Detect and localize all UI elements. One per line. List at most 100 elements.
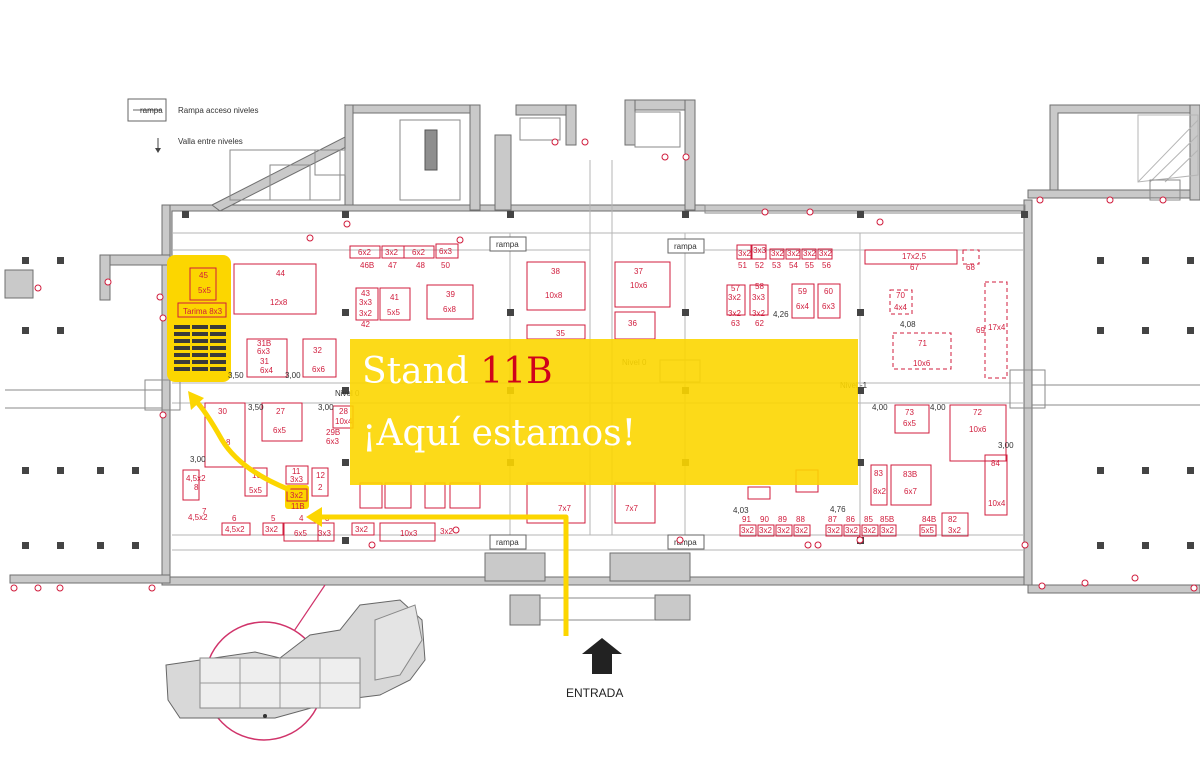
svg-text:82: 82 bbox=[948, 515, 957, 524]
seat-row bbox=[174, 367, 190, 371]
svg-text:3,00: 3,00 bbox=[998, 441, 1014, 450]
svg-text:10x6: 10x6 bbox=[913, 359, 931, 368]
seat-row bbox=[174, 353, 190, 357]
svg-text:63: 63 bbox=[731, 319, 740, 328]
svg-text:59: 59 bbox=[798, 287, 807, 296]
seat-row bbox=[192, 325, 208, 329]
column-marker bbox=[22, 327, 29, 334]
entrance-label: ENTRADA bbox=[566, 686, 624, 700]
column-marker bbox=[57, 327, 64, 334]
svg-text:3x2: 3x2 bbox=[819, 249, 832, 258]
seat-row bbox=[174, 332, 190, 336]
svg-text:3x3: 3x3 bbox=[290, 475, 303, 484]
svg-text:3,00: 3,00 bbox=[285, 371, 301, 380]
svg-text:47: 47 bbox=[388, 261, 397, 270]
svg-text:5x5: 5x5 bbox=[921, 526, 934, 535]
svg-text:3x2: 3x2 bbox=[777, 526, 790, 535]
column-marker bbox=[857, 459, 864, 466]
extinguisher-icon bbox=[1131, 574, 1139, 582]
svg-text:83: 83 bbox=[874, 469, 883, 478]
svg-text:56: 56 bbox=[822, 261, 831, 270]
column-marker bbox=[1187, 542, 1194, 549]
column-marker bbox=[682, 211, 689, 218]
svg-text:10x4: 10x4 bbox=[988, 499, 1006, 508]
column-marker bbox=[57, 542, 64, 549]
stand-callout-banner: Stand 11B ¡Aquí estamos! bbox=[350, 339, 858, 485]
stage-highlight bbox=[167, 255, 309, 509]
svg-text:4,5x2: 4,5x2 bbox=[225, 525, 245, 534]
seat-row bbox=[210, 346, 226, 350]
svg-text:10x4: 10x4 bbox=[335, 417, 353, 426]
svg-text:54: 54 bbox=[789, 261, 798, 270]
banner-subtitle: ¡Aquí estamos! bbox=[362, 413, 637, 454]
svg-text:51: 51 bbox=[738, 261, 747, 270]
extinguisher-icon bbox=[148, 584, 156, 592]
legend-ramp-sign: rampa bbox=[140, 106, 163, 115]
column-marker bbox=[1097, 467, 1104, 474]
column-marker bbox=[1097, 327, 1104, 334]
svg-text:4,26: 4,26 bbox=[773, 310, 789, 319]
svg-text:3x2: 3x2 bbox=[385, 248, 398, 257]
extinguisher-icon bbox=[682, 153, 690, 161]
seat-row bbox=[174, 339, 190, 343]
column-marker bbox=[97, 542, 104, 549]
stands-right: 3x2 3x3 3x2 3x2 3x2 3x2 51 52 53 54 55 5… bbox=[726, 244, 1008, 537]
column-marker bbox=[857, 211, 864, 218]
extinguisher-icon bbox=[814, 541, 822, 549]
svg-text:6x3: 6x3 bbox=[439, 247, 452, 256]
svg-text:41: 41 bbox=[390, 293, 399, 302]
stand-44-size: 12x8 bbox=[270, 298, 288, 307]
svg-text:3,50: 3,50 bbox=[228, 371, 244, 380]
svg-text:17x2,5: 17x2,5 bbox=[902, 252, 927, 261]
svg-text:90: 90 bbox=[760, 515, 769, 524]
svg-text:4,5x2: 4,5x2 bbox=[188, 513, 208, 522]
svg-text:6x4: 6x4 bbox=[260, 366, 273, 375]
extinguisher-markers bbox=[10, 138, 1198, 592]
svg-text:6x4: 6x4 bbox=[796, 302, 809, 311]
svg-text:27: 27 bbox=[276, 407, 285, 416]
column-marker bbox=[857, 309, 864, 316]
extinguisher-icon bbox=[1021, 541, 1029, 549]
extinguisher-icon bbox=[1106, 196, 1114, 204]
svg-text:6x2: 6x2 bbox=[412, 248, 425, 257]
column-marker bbox=[507, 309, 514, 316]
column-marker bbox=[182, 211, 189, 218]
svg-text:6x5: 6x5 bbox=[903, 419, 916, 428]
svg-text:3x2: 3x2 bbox=[845, 526, 858, 535]
extinguisher-icon bbox=[34, 284, 42, 292]
stand-45-size: 5x5 bbox=[198, 286, 211, 295]
svg-text:29B: 29B bbox=[326, 428, 340, 437]
svg-text:4,03: 4,03 bbox=[733, 506, 749, 515]
seat-row bbox=[192, 360, 208, 364]
stage-label: Tarima 8x3 bbox=[183, 307, 223, 316]
seat-row bbox=[210, 332, 226, 336]
svg-text:84B: 84B bbox=[922, 515, 936, 524]
svg-text:10x8: 10x8 bbox=[545, 291, 563, 300]
svg-text:3x2: 3x2 bbox=[355, 525, 368, 534]
svg-text:6x5: 6x5 bbox=[294, 529, 307, 538]
svg-text:3x3: 3x3 bbox=[359, 298, 372, 307]
seat-row bbox=[210, 325, 226, 329]
seat-row bbox=[174, 360, 190, 364]
stand-11b-size: 3x2 bbox=[290, 491, 303, 500]
svg-text:3x3: 3x3 bbox=[753, 246, 766, 255]
building-walls bbox=[4, 99, 1200, 626]
svg-text:3x2: 3x2 bbox=[759, 526, 772, 535]
svg-text:4,00: 4,00 bbox=[872, 403, 888, 412]
banner-title-prefix: Stand bbox=[362, 351, 481, 392]
svg-text:68: 68 bbox=[966, 263, 975, 272]
column-marker bbox=[132, 467, 139, 474]
ramps: rampa rampa rampa rampa bbox=[144, 236, 1046, 550]
dimension-labels: 3,50 3,00 3,00 3,50 3,00 4,00 4,00 4,08 … bbox=[190, 310, 1014, 515]
svg-text:3x2: 3x2 bbox=[728, 309, 741, 318]
svg-text:71: 71 bbox=[918, 339, 927, 348]
seat-row bbox=[174, 325, 190, 329]
svg-text:57: 57 bbox=[731, 284, 740, 293]
svg-text:73: 73 bbox=[905, 408, 914, 417]
svg-text:4,76: 4,76 bbox=[830, 505, 846, 514]
svg-text:3x2: 3x2 bbox=[881, 526, 894, 535]
svg-text:72: 72 bbox=[973, 408, 982, 417]
svg-text:3x3: 3x3 bbox=[318, 529, 331, 538]
extinguisher-icon bbox=[876, 218, 884, 226]
svg-text:4,08: 4,08 bbox=[900, 320, 916, 329]
